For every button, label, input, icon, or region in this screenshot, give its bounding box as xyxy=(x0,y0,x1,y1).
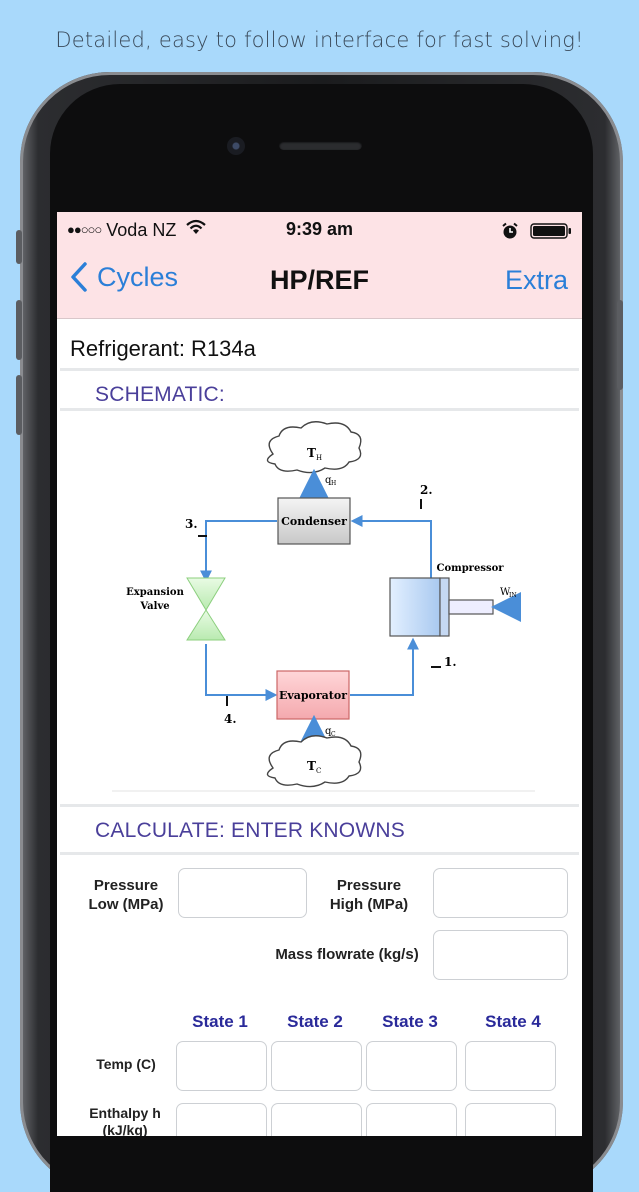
pressure-high-label: Pressure High (MPa) xyxy=(315,876,423,914)
pressure-high-label-line2: High (MPa) xyxy=(329,896,409,913)
front-camera xyxy=(227,137,245,155)
evaporator-box xyxy=(276,670,350,720)
enthalpy-state-2-input[interactable] xyxy=(271,1103,362,1136)
pressure-high-label-line1: Pressure xyxy=(336,877,402,894)
volume-down-button xyxy=(16,375,22,435)
divider xyxy=(60,852,579,855)
state-1-header: State 1 xyxy=(192,1012,248,1031)
top-bar: ●●○○○ Voda NZ 9:39 am xyxy=(57,212,582,319)
expansion-valve: Expansion Valve xyxy=(126,577,226,641)
temp-state-3-input[interactable] xyxy=(366,1041,457,1091)
enthalpy-state-3-input[interactable] xyxy=(366,1103,457,1136)
compressor-label: Compressor xyxy=(436,563,504,574)
temp-row-label: Temp (C) xyxy=(96,1056,156,1072)
promo-caption: Detailed, easy to follow interface for f… xyxy=(55,28,584,52)
condenser-box xyxy=(277,497,351,545)
back-button-label: Cycles xyxy=(97,261,179,292)
hot-reservoir-cloud: T H xyxy=(266,421,362,474)
th-subscript: H xyxy=(316,454,322,462)
refrigerant-label: Refrigerant: R134a xyxy=(70,336,256,361)
pressure-low-label-line2: Low (MPa) xyxy=(88,896,164,913)
status-carrier: ●●○○○ Voda NZ xyxy=(67,219,207,241)
cold-reservoir-cloud: T C xyxy=(266,735,362,788)
divider xyxy=(60,408,579,411)
divider xyxy=(60,368,579,371)
signal-dots-icon: ●●○○○ xyxy=(67,222,102,237)
state-2-header: State 2 xyxy=(287,1012,343,1031)
expansion-valve-label-1: Expansion xyxy=(126,587,184,598)
enthalpy-row-label-line1: Enthalpy h xyxy=(89,1105,161,1121)
pressure-high-input[interactable] xyxy=(433,868,568,918)
status-bar: ●●○○○ Voda NZ 9:39 am xyxy=(57,212,582,246)
enthalpy-row-label-line2: (kJ/kg) xyxy=(102,1122,148,1136)
state-3-header: State 3 xyxy=(382,1012,438,1031)
pressure-low-input[interactable] xyxy=(178,868,307,918)
pressure-low-label-line1: Pressure xyxy=(93,877,159,894)
th-label: T xyxy=(307,446,316,460)
state-4-marker: 4. xyxy=(224,712,237,726)
tc-subscript: C xyxy=(316,767,321,775)
calculate-heading: CALCULATE: ENTER KNOWNS xyxy=(95,819,405,842)
mute-switch xyxy=(16,230,22,264)
temp-state-2-input[interactable] xyxy=(271,1041,362,1091)
qh-subscript: H xyxy=(331,480,336,487)
qc-subscript: C xyxy=(331,731,336,738)
status-right xyxy=(501,220,572,241)
state-4-header: State 4 xyxy=(485,1012,541,1031)
compressor: Compressor W IN xyxy=(389,563,521,637)
wifi-icon xyxy=(186,219,207,234)
navigation-bar: Cycles HP/REF Extra xyxy=(57,256,582,306)
volume-up-button xyxy=(16,300,22,360)
pressure-low-label: Pressure Low (MPa) xyxy=(71,876,181,914)
page-title: HP/REF xyxy=(269,265,369,295)
cycle-schematic: T H q H Condenser Evaporator Expansion V… xyxy=(112,421,535,792)
tc-label: T xyxy=(307,759,316,773)
refrigerant-loop xyxy=(200,515,432,701)
win-subscript: IN xyxy=(509,592,517,599)
back-button[interactable]: Cycles xyxy=(69,261,178,293)
enthalpy-state-1-input[interactable] xyxy=(176,1103,267,1136)
evaporator-label: Evaporator xyxy=(279,689,347,702)
earpiece-speaker xyxy=(279,141,362,150)
status-time: 9:39 am xyxy=(285,219,354,239)
enthalpy-row-label: Enthalpy h (kJ/kg) xyxy=(75,1105,175,1136)
carrier-label: Voda NZ xyxy=(106,220,177,240)
expansion-valve-label-2: Valve xyxy=(139,601,169,612)
win-label: W xyxy=(500,587,511,598)
mass-flowrate-input[interactable] xyxy=(433,930,568,980)
mass-flowrate-label: Mass flowrate (kg/s) xyxy=(275,946,419,963)
alarm-icon xyxy=(502,222,518,239)
temp-state-1-input[interactable] xyxy=(176,1041,267,1091)
qh-label: q xyxy=(325,475,332,486)
state-3-marker: 3. xyxy=(185,517,198,531)
qc-label: q xyxy=(325,726,332,737)
state-1-marker: 1. xyxy=(444,655,457,669)
power-button xyxy=(617,300,623,390)
temp-state-4-input[interactable] xyxy=(465,1041,556,1091)
extra-button[interactable]: Extra xyxy=(504,265,568,295)
battery-icon xyxy=(530,223,571,239)
schematic-heading: SCHEMATIC: xyxy=(95,383,225,406)
state-2-marker: 2. xyxy=(420,483,433,497)
condenser-label: Condenser xyxy=(281,515,347,528)
enthalpy-state-4-input[interactable] xyxy=(465,1103,556,1136)
chevron-left-icon xyxy=(71,262,87,292)
app-screen: ●●○○○ Voda NZ 9:39 am xyxy=(57,212,582,1136)
divider xyxy=(60,804,579,807)
